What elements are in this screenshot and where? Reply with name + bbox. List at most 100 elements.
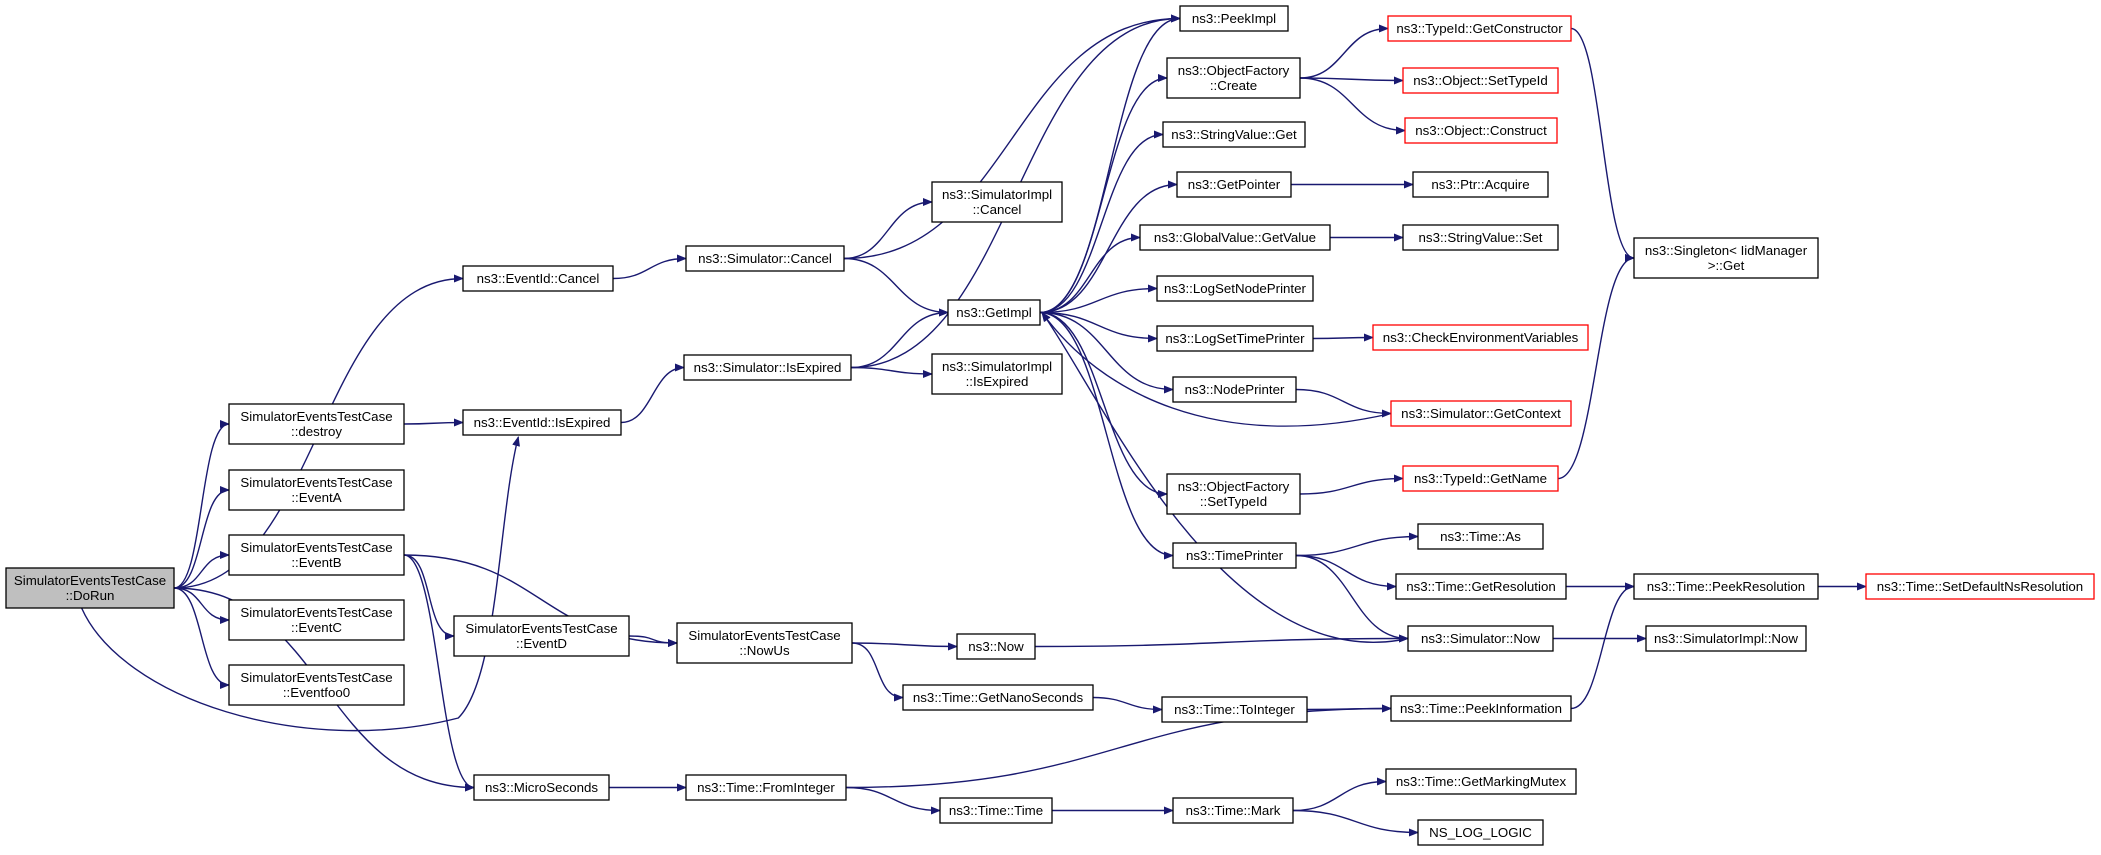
- node-do-run[interactable]: SimulatorEventsTestCase::DoRun: [5, 567, 175, 609]
- node-label: ::EventB: [291, 555, 341, 570]
- node-peek-information[interactable]: ns3::Time::PeekInformation: [1390, 695, 1572, 722]
- node-object-construct[interactable]: ns3::Object::Construct: [1404, 117, 1558, 144]
- node-label: ns3::SimulatorImpl: [942, 359, 1052, 374]
- node-event-c[interactable]: SimulatorEventsTestCase::EventC: [228, 599, 405, 641]
- edge-get-impl-to-string-value-get: [1039, 130, 1164, 314]
- node-label: ns3::Time::SetDefaultNsResolution: [1877, 579, 2083, 594]
- node-label: ns3::Time::FromInteger: [697, 780, 835, 795]
- node-node-printer[interactable]: ns3::NodePrinter: [1172, 376, 1297, 403]
- node-time-mark[interactable]: ns3::Time::Mark: [1172, 797, 1294, 824]
- node-box: [1387, 15, 1572, 42]
- node-label: ns3::EventId::IsExpired: [474, 415, 611, 430]
- node-gv-get-value[interactable]: ns3::GlobalValue::GetValue: [1139, 224, 1331, 251]
- node-sim-get-context[interactable]: ns3::Simulator::GetContext: [1390, 400, 1572, 427]
- edge-event-id-is-expired-to-sim-is-expired: [620, 363, 685, 424]
- node-event-a[interactable]: SimulatorEventsTestCase::EventA: [228, 469, 405, 511]
- node-sim-impl-cancel[interactable]: ns3::SimulatorImpl::Cancel: [931, 181, 1063, 223]
- node-to-integer[interactable]: ns3::Time::ToInteger: [1161, 696, 1308, 723]
- node-get-impl[interactable]: ns3::GetImpl: [947, 299, 1041, 326]
- node-event-id-is-expired[interactable]: ns3::EventId::IsExpired: [462, 409, 622, 436]
- node-object-set-type-id[interactable]: ns3::Object::SetTypeId: [1402, 67, 1559, 94]
- node-label: ns3::GetPointer: [1188, 177, 1281, 192]
- edge-do-run-to-destroy: [173, 420, 230, 589]
- node-box: [1390, 400, 1572, 427]
- node-box: [462, 409, 622, 436]
- node-sim-impl-is-expired[interactable]: ns3::SimulatorImpl::IsExpired: [931, 353, 1063, 395]
- node-type-id-get-name[interactable]: ns3::TypeId::GetName: [1402, 465, 1559, 492]
- node-box: [1633, 237, 1819, 279]
- node-peek-resolution[interactable]: ns3::Time::PeekResolution: [1633, 573, 1819, 600]
- node-box: [473, 774, 610, 801]
- node-string-value-get[interactable]: ns3::StringValue::Get: [1162, 121, 1306, 148]
- edge-node-printer-to-sim-get-context: [1295, 388, 1392, 418]
- node-ns-log-logic[interactable]: NS_LOG_LOGIC: [1417, 819, 1544, 846]
- node-event-d[interactable]: SimulatorEventsTestCase::EventD: [453, 615, 630, 657]
- node-box: [902, 684, 1094, 711]
- node-box: [1161, 696, 1308, 723]
- node-time-as[interactable]: ns3::Time::As: [1417, 523, 1544, 550]
- node-event-id-cancel[interactable]: ns3::EventId::Cancel: [462, 265, 614, 292]
- node-now[interactable]: ns3::Now: [956, 633, 1036, 660]
- node-box: [1402, 224, 1559, 251]
- node-destroy[interactable]: SimulatorEventsTestCase::destroy: [228, 403, 405, 445]
- node-label: ns3::Ptr::Acquire: [1431, 177, 1529, 192]
- node-box: [1402, 67, 1559, 94]
- edge-time-printer-to-get-resolution: [1295, 554, 1397, 591]
- node-log-set-node-printer[interactable]: ns3::LogSetNodePrinter: [1156, 275, 1314, 302]
- edge-type-id-get-constructor-to-singleton-get: [1570, 27, 1635, 262]
- node-label: ns3::SimulatorImpl::Now: [1654, 631, 1798, 646]
- node-sim-impl-now[interactable]: ns3::SimulatorImpl::Now: [1645, 625, 1807, 652]
- node-time-printer[interactable]: ns3::TimePrinter: [1172, 542, 1297, 569]
- node-box: [1865, 573, 2095, 600]
- node-label: ns3::GlobalValue::GetValue: [1154, 230, 1316, 245]
- node-type-id-get-constructor[interactable]: ns3::TypeId::GetConstructor: [1387, 15, 1572, 42]
- node-eventfoo0[interactable]: SimulatorEventsTestCase::Eventfoo0: [228, 664, 405, 706]
- node-box: [1172, 542, 1297, 569]
- node-label: SimulatorEventsTestCase: [688, 628, 840, 643]
- node-get-pointer[interactable]: ns3::GetPointer: [1176, 171, 1292, 198]
- node-box: [1417, 819, 1544, 846]
- node-from-integer[interactable]: ns3::Time::FromInteger: [685, 774, 847, 801]
- node-singleton-get[interactable]: ns3::Singleton< IidManager >::Get: [1633, 237, 1819, 279]
- edge-time-mark-to-get-marking-mutex: [1292, 777, 1387, 812]
- node-ptr-acquire[interactable]: ns3::Ptr::Acquire: [1412, 171, 1549, 198]
- node-log-set-time-printer[interactable]: ns3::LogSetTimePrinter: [1156, 325, 1314, 352]
- edge-time-mark-to-ns-log-logic: [1292, 809, 1419, 837]
- node-peek-impl[interactable]: ns3::PeekImpl: [1179, 5, 1289, 32]
- node-event-b[interactable]: SimulatorEventsTestCase::EventB: [228, 534, 405, 576]
- node-sim-cancel[interactable]: ns3::Simulator::Cancel: [685, 245, 845, 272]
- node-label: ::NowUs: [739, 643, 790, 658]
- node-label: SimulatorEventsTestCase: [240, 409, 392, 424]
- node-label: ::destroy: [291, 424, 342, 439]
- node-sim-now[interactable]: ns3::Simulator::Now: [1407, 625, 1554, 652]
- node-time-time[interactable]: ns3::Time::Time: [939, 797, 1053, 824]
- node-label: SimulatorEventsTestCase: [465, 621, 617, 636]
- edge-log-set-time-printer-to-check-env: [1312, 333, 1374, 342]
- node-box: [1417, 523, 1544, 550]
- node-box: [228, 534, 405, 576]
- edge-now-us-to-get-nano-seconds: [851, 642, 904, 702]
- node-check-env[interactable]: ns3::CheckEnvironmentVariables: [1372, 324, 1589, 351]
- node-label: ns3::Time::As: [1440, 529, 1521, 544]
- node-set-default-ns-res[interactable]: ns3::Time::SetDefaultNsResolution: [1865, 573, 2095, 600]
- node-string-value-set[interactable]: ns3::StringValue::Set: [1402, 224, 1559, 251]
- node-of-create[interactable]: ns3::ObjectFactory::Create: [1166, 57, 1301, 99]
- edge-to-integer-to-peek-information: [1306, 704, 1392, 713]
- node-get-marking-mutex[interactable]: ns3::Time::GetMarkingMutex: [1385, 768, 1577, 795]
- node-get-nano-seconds[interactable]: ns3::Time::GetNanoSeconds: [902, 684, 1094, 711]
- node-box: [462, 265, 614, 292]
- node-of-set-type-id[interactable]: ns3::ObjectFactory::SetTypeId: [1166, 473, 1301, 515]
- node-label: ::EventC: [291, 620, 342, 635]
- node-label: ns3::StringValue::Set: [1419, 230, 1543, 245]
- node-box: [228, 403, 405, 445]
- node-label: ns3::Now: [968, 639, 1024, 654]
- node-label: ::DoRun: [66, 588, 115, 603]
- node-label: ns3::Simulator::Now: [1421, 631, 1540, 646]
- node-label: ns3::TypeId::GetConstructor: [1396, 21, 1563, 36]
- node-now-us[interactable]: SimulatorEventsTestCase::NowUs: [676, 622, 853, 664]
- node-get-resolution[interactable]: ns3::Time::GetResolution: [1395, 573, 1567, 600]
- node-sim-is-expired[interactable]: ns3::Simulator::IsExpired: [683, 354, 852, 381]
- node-micro-seconds[interactable]: ns3::MicroSeconds: [473, 774, 610, 801]
- node-label: SimulatorEventsTestCase: [240, 605, 392, 620]
- edge-get-impl-to-peek-impl: [1039, 14, 1181, 314]
